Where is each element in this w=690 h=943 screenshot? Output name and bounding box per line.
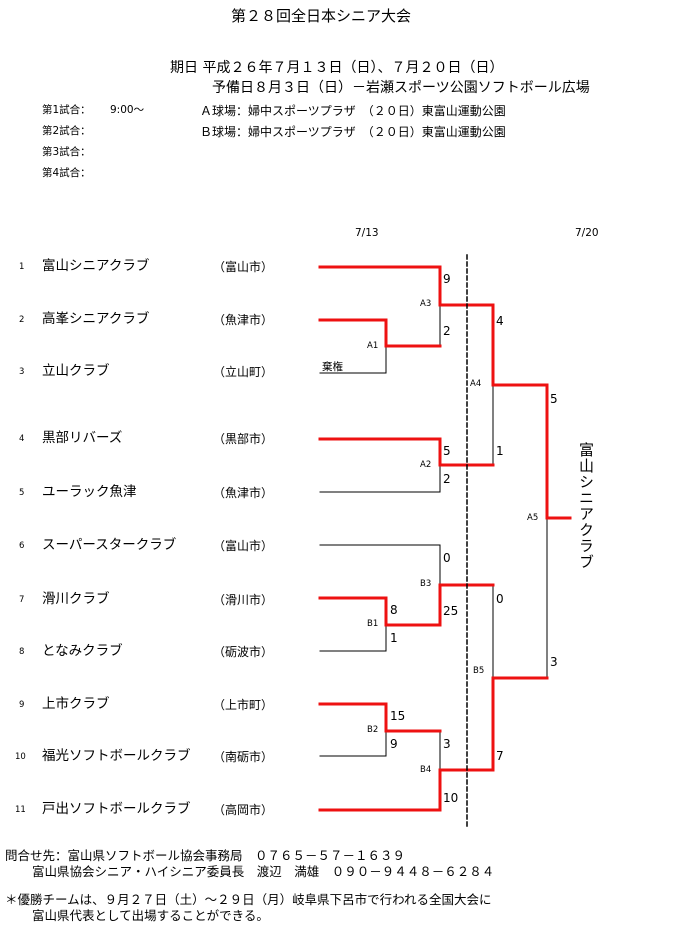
title: 第２８回全日本シニア大会: [231, 7, 412, 25]
team-name: 福光ソフトボールクラブ: [42, 748, 191, 764]
team-city: （富山市）: [213, 539, 274, 553]
line-team-8: [319, 624, 387, 652]
red-team-11: [318, 676, 549, 812]
red-team-9: [318, 702, 442, 733]
match-label-a5: A5: [527, 513, 539, 523]
footer-contact-2: 富山県協会シニア・ハイシニア委員長 渡辺 満雄 ０９０－９４４８－６２８４: [32, 864, 495, 879]
red-a4: [491, 383, 572, 520]
red-a3: [438, 303, 495, 387]
team-number: 3: [19, 367, 25, 377]
game-1-label: 第1試合：: [42, 104, 91, 116]
match-label-b4: B4: [420, 765, 432, 775]
match-label-a3: A3: [420, 299, 432, 309]
score-a4-top: 4: [496, 314, 504, 328]
score-b5-top: 0: [496, 592, 504, 606]
match-label-b5: B5: [473, 666, 485, 676]
team-city: （魚津市）: [213, 313, 274, 327]
schedule-dates: 期日 平成２６年７月１３日（日）、７月２０日（日）: [170, 60, 504, 76]
team-name: 立山クラブ: [42, 363, 110, 379]
team-city: （高岡市）: [213, 803, 274, 817]
score-b2-bottom: 9: [390, 737, 398, 751]
team-number: 4: [19, 434, 25, 444]
champion-name: 富山シニアクラブ: [577, 442, 595, 570]
team-city: （立山町）: [213, 365, 274, 379]
score-a3-bottom: 2: [443, 324, 451, 338]
team-number: 1: [19, 262, 25, 272]
game-1-time: 9:00～: [110, 104, 145, 116]
team-name: 上市クラブ: [42, 696, 110, 712]
match-label-b2: B2: [367, 725, 379, 735]
venue-b: Ｂ球場：婦中スポーツプラザ （２０日）東富山運動公園: [200, 125, 506, 139]
footer-contact-1: 問合せ先：富山県ソフトボール協会事務局 ０７６５－５７－１６３９: [5, 848, 406, 863]
round-date-2: 7/20: [575, 227, 599, 239]
red-team-7: [318, 583, 495, 627]
team-number: 11: [15, 805, 26, 815]
score-a2-top: 5: [443, 444, 451, 458]
match-label-a2: A2: [420, 460, 432, 470]
line-team-5: [319, 464, 441, 493]
match-label-a1: A1: [367, 341, 379, 351]
team-number: 7: [19, 595, 25, 605]
round-date-1: 7/13: [355, 227, 379, 239]
team-city: （黒部市）: [213, 432, 274, 446]
team-city: （滑川市）: [213, 593, 274, 607]
team-name: 戸出ソフトボールクラブ: [42, 801, 191, 817]
forfeit-note: 棄権: [322, 361, 343, 373]
team-name: ユーラック魚津: [42, 484, 137, 500]
score-a3-top: 9: [443, 272, 451, 286]
match-label-a4: A4: [470, 379, 482, 389]
loser-lines: [319, 304, 548, 771]
line-team-10: [319, 730, 387, 757]
team-name: 高峯シニアクラブ: [42, 311, 150, 327]
red-team-2: [318, 318, 442, 348]
red-team-1: [318, 265, 442, 307]
score-b4-bottom: 10: [443, 791, 459, 805]
footer-note-2: 富山県代表として出場することができる。: [32, 908, 269, 923]
game-3-label: 第3試合：: [42, 146, 91, 158]
footer-note-1: ＊優勝チームは、９月２７日（土）～２９日（月）岐阜県下呂市で行われる全国大会に: [5, 892, 492, 907]
team-number: 9: [19, 700, 25, 710]
game-2-label: 第2試合：: [42, 125, 91, 137]
line-team-3: [319, 345, 387, 374]
score-b5-bottom: 7: [496, 749, 504, 763]
team-city: （上市町）: [213, 698, 274, 712]
score-a5-bottom: 3: [550, 655, 558, 669]
score-a2-bottom: 2: [443, 472, 451, 486]
score-b1-top: 8: [390, 603, 398, 617]
score-a5-top: 5: [550, 392, 558, 406]
match-label-b1: B1: [367, 619, 379, 629]
team-name: となみクラブ: [42, 643, 123, 659]
team-number: 10: [15, 752, 26, 762]
team-name: 黒部リバーズ: [42, 430, 123, 446]
line-team-6: [319, 544, 441, 586]
team-city: （砺波市）: [213, 645, 274, 659]
team-number: 6: [19, 541, 25, 551]
team-number: 5: [19, 488, 25, 498]
match-label-b3: B3: [420, 579, 432, 589]
score-b1-bottom: 1: [390, 631, 398, 645]
team-name: 富山シニアクラブ: [42, 258, 150, 274]
team-number: 2: [19, 315, 25, 325]
team-name: 滑川クラブ: [42, 591, 110, 607]
score-b2-top: 15: [390, 709, 406, 723]
team-city: （南砺市）: [213, 750, 274, 764]
score-b3-top: 0: [443, 551, 451, 565]
team-city: （富山市）: [213, 260, 274, 274]
venue-a: Ａ球場：婦中スポーツプラザ （２０日）東富山運動公園: [200, 104, 506, 118]
game-4-label: 第4試合：: [42, 167, 91, 179]
score-a4-bottom: 1: [496, 444, 504, 458]
score-b3-bottom: 25: [443, 604, 459, 618]
winner-lines: [318, 265, 572, 812]
score-b4-top: 3: [443, 737, 451, 751]
team-name: スーパースタークラブ: [42, 537, 177, 553]
team-number: 8: [19, 647, 25, 657]
schedule-reserve: 予備日８月３日（日）－岩瀬スポーツ公園ソフトボール広場: [212, 80, 590, 96]
team-city: （魚津市）: [213, 486, 274, 500]
